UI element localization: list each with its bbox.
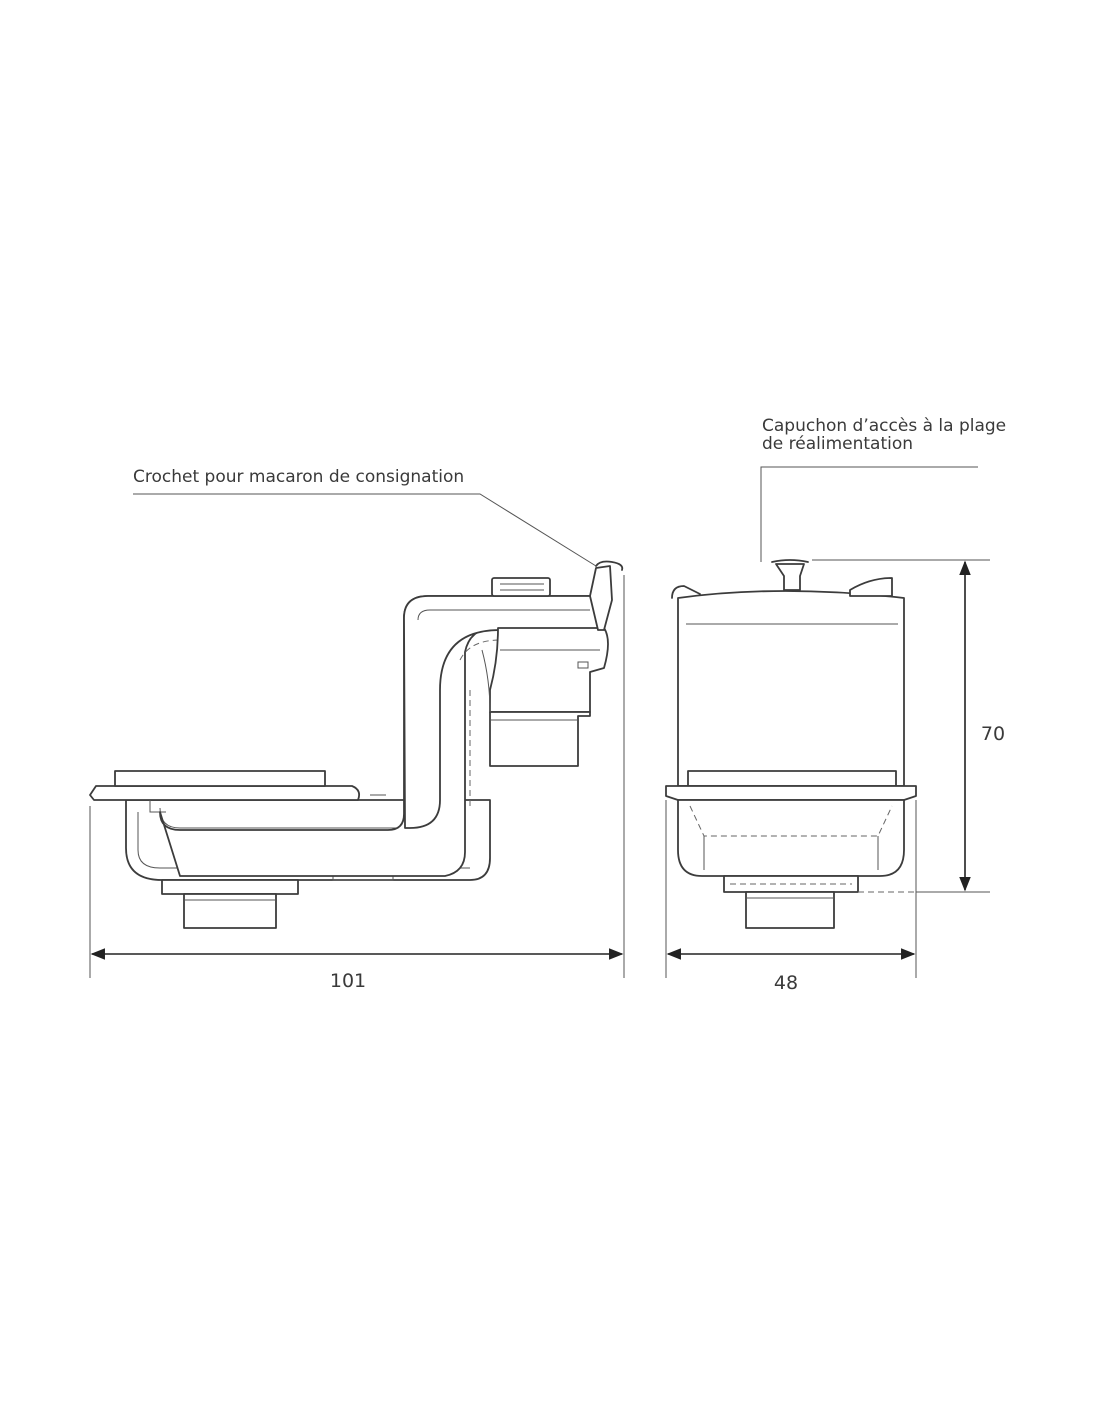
front-outlet-pipe xyxy=(183,893,277,929)
front-top-frame xyxy=(114,770,326,787)
side-inner-plate xyxy=(687,770,897,787)
hook-leader-line xyxy=(133,493,597,567)
front-width-label: 101 xyxy=(330,970,366,992)
cap-leader-line xyxy=(760,466,978,562)
side-outlet-pipe xyxy=(745,891,835,929)
front-outlet-flange xyxy=(161,879,299,895)
front-chamber-upper xyxy=(489,627,609,713)
front-chamber-lower xyxy=(489,711,591,767)
hook-callout-label: Crochet pour macaron de consignation xyxy=(133,467,464,487)
side-width-dimension: 48 xyxy=(665,800,917,994)
cap-callout: Capuchon d’accès à la plage de réaliment… xyxy=(760,416,1006,562)
front-duct-body xyxy=(403,595,605,829)
side-tub xyxy=(677,799,905,877)
cap-callout-label-1: Capuchon d’accès à la plage xyxy=(762,416,1006,436)
front-top-cap xyxy=(491,577,551,597)
side-upper-box xyxy=(677,590,905,787)
height-dimension: 70 xyxy=(812,559,1005,893)
height-label: 70 xyxy=(981,723,1005,745)
side-access-cap xyxy=(775,563,805,591)
front-width-dimension: 101 xyxy=(89,575,625,992)
side-view xyxy=(665,559,917,929)
hook-callout: Crochet pour macaron de consignation xyxy=(133,467,597,567)
side-rim xyxy=(665,785,917,801)
front-top-plate xyxy=(89,785,361,801)
side-width-label: 48 xyxy=(774,972,798,994)
cap-callout-label-2: de réalimentation xyxy=(762,434,913,454)
front-view xyxy=(89,560,624,929)
front-hook xyxy=(589,565,613,631)
